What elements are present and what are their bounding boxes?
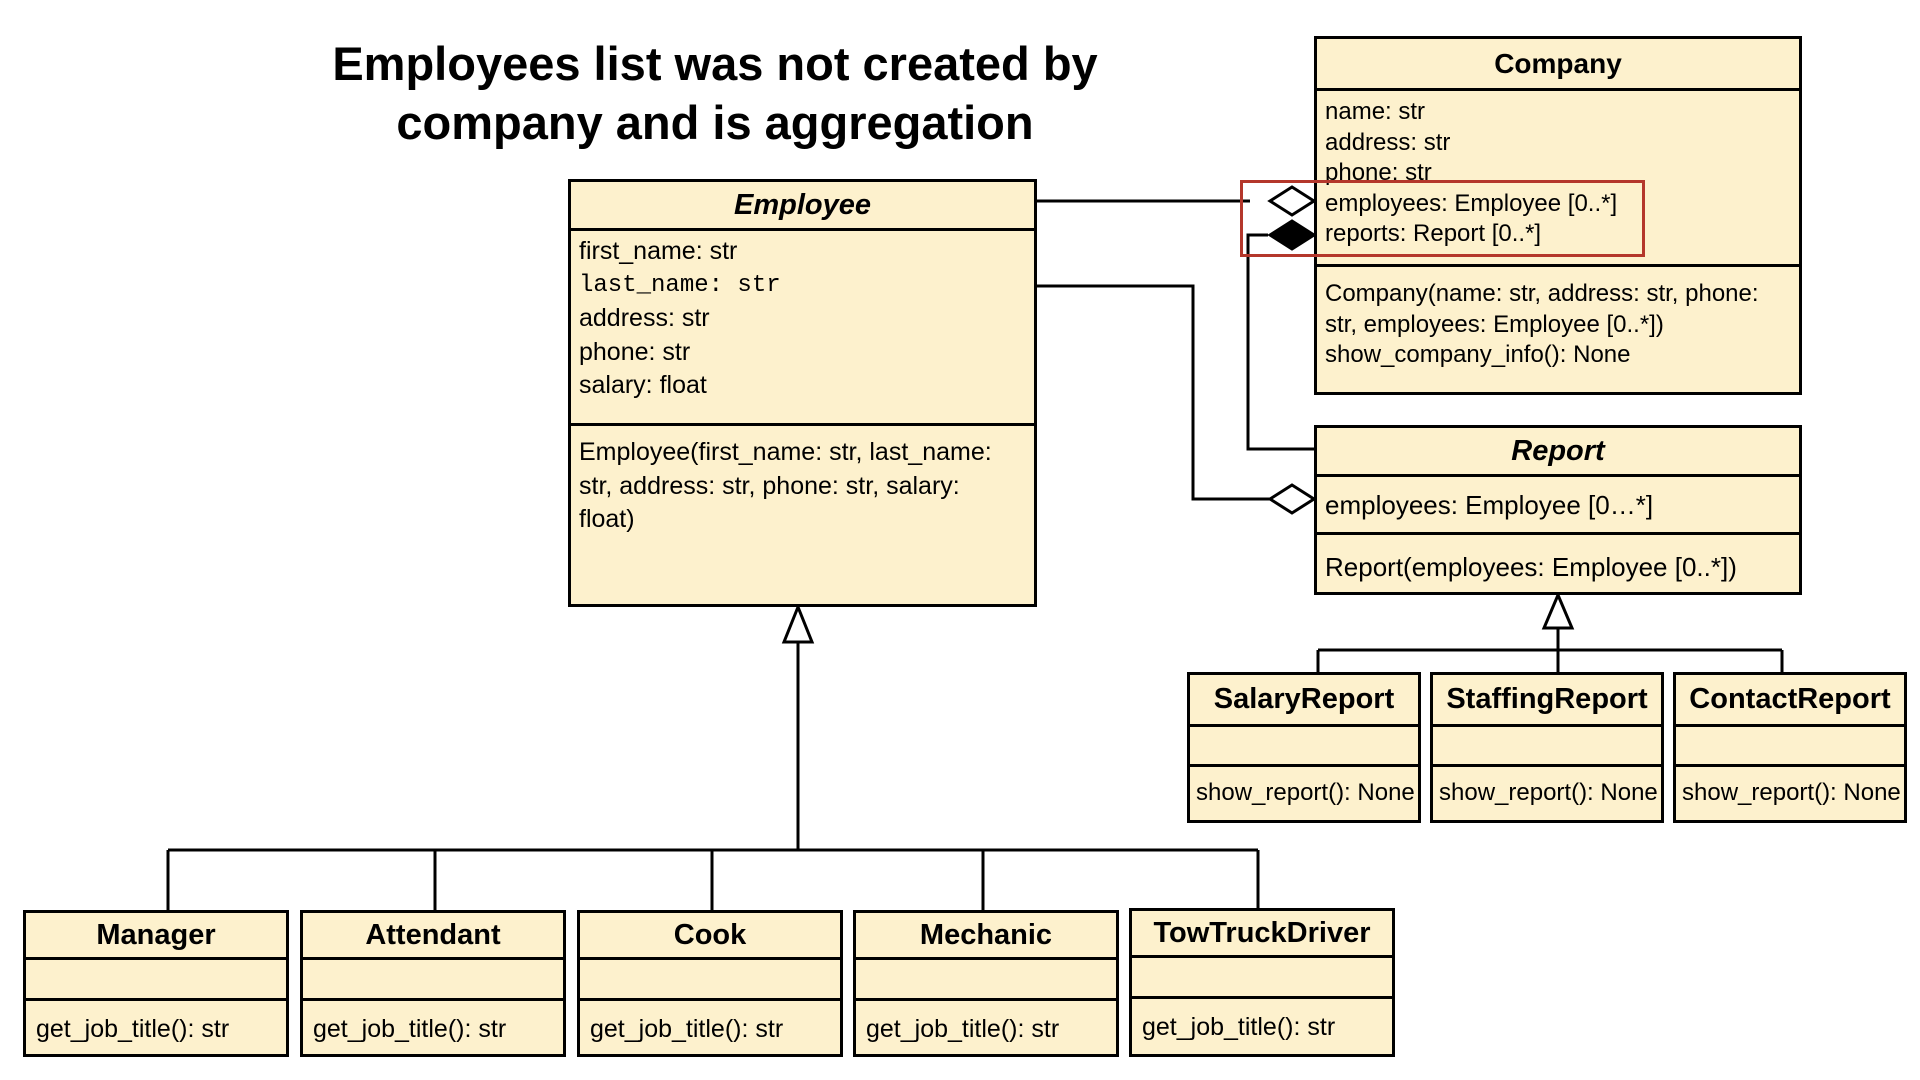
attributes-section [1676,727,1904,767]
class-name: Report [1317,428,1799,477]
generalization-arrowhead-employee [781,602,815,644]
operations-section: show_report(): None [1676,767,1904,807]
class-report: Report employees: Employee [0…*] Report(… [1314,425,1802,595]
class-name: TowTruckDriver [1132,911,1392,958]
class-employee: Employee first_name: str last_name: str … [568,179,1037,607]
class-cook: Cook get_job_title(): str [577,910,843,1057]
operations-section: show_report(): None [1433,767,1661,807]
operations-section: get_job_title(): str [1132,999,1392,1042]
aggregation-diamond-report-employee [1267,483,1317,515]
class-name: SalaryReport [1190,675,1418,727]
class-name: Cook [580,913,840,960]
attribute: address: str [1325,128,1451,156]
attribute: salary: float [579,371,707,399]
operations-section: Employee(first_name: str, last_name: str… [571,426,1034,537]
composition-line-company-report [1246,233,1316,451]
attribute: phone: str [579,337,691,366]
attribute: address: str [579,304,710,332]
class-attendant: Attendant get_job_title(): str [300,910,566,1057]
attributes-section [1132,958,1392,999]
attribute: first_name: str [579,237,738,265]
operation: show_company_info(): None [1325,341,1631,368]
operation: get_job_title(): str [866,1015,1060,1043]
attribute: name: str [1325,98,1426,125]
class-name: StaffingReport [1433,675,1661,727]
attributes-section [580,960,840,1001]
class-towtruckdriver: TowTruckDriver get_job_title(): str [1129,908,1395,1057]
aggregation-line-report-employee [1037,284,1270,501]
attributes-section [26,960,286,1001]
attributes-section: first_name: str last_name: str address: … [571,231,1034,426]
diagram-title: Employees list was not created by compan… [332,37,1098,149]
class-name: Company [1317,39,1799,91]
operation: Employee(first_name: str, last_name: str… [579,438,992,533]
class-salaryreport: SalaryReport show_report(): None [1187,672,1421,823]
operation: get_job_title(): str [590,1015,784,1043]
generalization-arrowhead-report [1541,591,1575,630]
class-staffingreport: StaffingReport show_report(): None [1430,672,1664,823]
class-name: ContactReport [1676,675,1904,727]
operations-section: get_job_title(): str [26,1001,286,1044]
operation: Company(name: str, address: str, phone: … [1325,280,1759,338]
operation: get_job_title(): str [313,1015,507,1043]
attributes-section: name: str address: str phone: str employ… [1317,91,1799,267]
operation: show_report(): None [1196,779,1415,806]
operations-section: get_job_title(): str [303,1001,563,1044]
attribute: employees: Employee [0..*] [1325,189,1618,217]
attributes-section [856,960,1116,1001]
class-name: Attendant [303,913,563,960]
attributes-section: employees: Employee [0…*] [1317,477,1799,535]
operations-section: get_job_title(): str [856,1001,1116,1044]
attribute: employees: Employee [0…*] [1325,490,1654,520]
operations-section: Report(employees: Employee [0..*]) [1317,535,1799,583]
operation: show_report(): None [1439,779,1658,806]
attributes-section [303,960,563,1001]
highlight-box [1240,180,1645,257]
attribute: reports: Report [0..*] [1325,220,1542,247]
class-manager: Manager get_job_title(): str [23,910,289,1057]
class-name: Employee [571,182,1034,231]
operations-section: show_report(): None [1190,767,1418,807]
operations-section: Company(name: str, address: str, phone: … [1317,267,1799,371]
class-company: Company name: str address: str phone: st… [1314,36,1802,395]
class-name: Mechanic [856,913,1116,960]
operation: get_job_title(): str [1142,1013,1336,1041]
attribute: last_name: str [579,271,781,299]
attributes-section [1190,727,1418,767]
operation: get_job_title(): str [36,1015,230,1043]
class-name: Manager [26,913,286,960]
class-contactreport: ContactReport show_report(): None [1673,672,1907,823]
operations-section: get_job_title(): str [580,1001,840,1044]
operation: show_report(): None [1682,779,1901,806]
class-mechanic: Mechanic get_job_title(): str [853,910,1119,1057]
attributes-section [1433,727,1661,767]
operation: Report(employees: Employee [0..*]) [1325,552,1737,582]
